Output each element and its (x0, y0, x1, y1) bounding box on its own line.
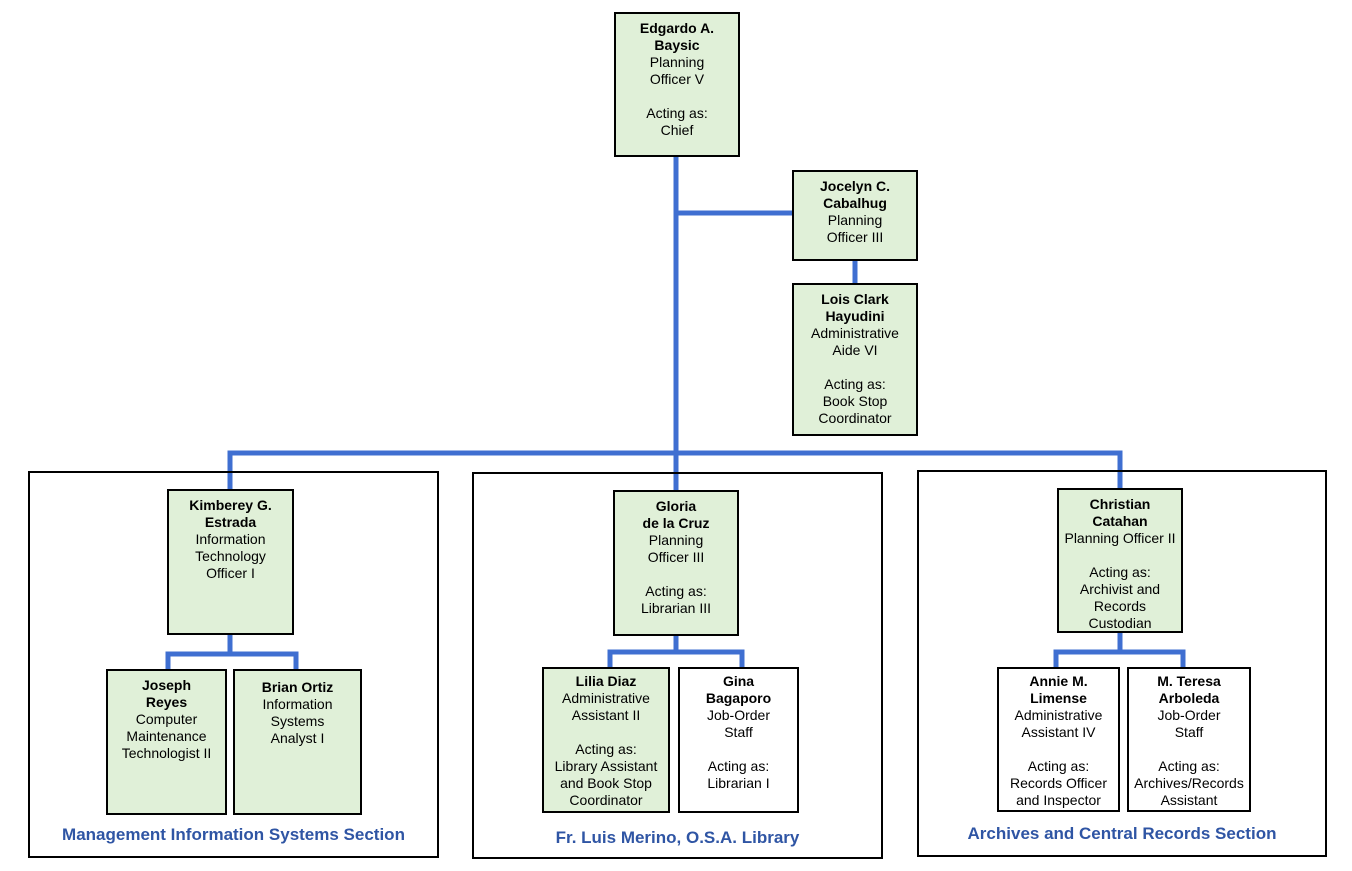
node-acting-label: Acting as: (1089, 564, 1151, 580)
node-acting-label: Acting as: (1027, 758, 1090, 774)
node-acting: Librarian I (707, 775, 770, 791)
node-name: Annie M.Limense (1029, 673, 1088, 706)
section-library-title: Fr. Luis Merino, O.S.A. Library (555, 828, 800, 847)
node-acting: Librarian III (640, 600, 712, 616)
connector-lines (165, 154, 1186, 672)
node-acting-label: Acting as: (824, 376, 886, 392)
node-name: Lilia Diaz (575, 673, 637, 689)
node-acting-label: Acting as: (646, 105, 708, 121)
node-name: Kimberey G.Estrada (189, 497, 272, 530)
section-mis-title: Management Information Systems Section (62, 825, 405, 844)
node-name: Edgardo A.Baysic (639, 20, 715, 53)
node-name: Jocelyn C.Cabalhug (819, 178, 891, 211)
section-archives-title: Archives and Central Records Section (967, 824, 1277, 843)
section-archives-frame (917, 470, 1327, 857)
section-library-frame (472, 472, 883, 859)
node-acting: Chief (660, 122, 694, 138)
node-name: Brian Ortiz (261, 679, 334, 695)
node-acting-label: Acting as: (645, 583, 707, 599)
node-acting-label: Acting as: (575, 741, 637, 757)
node-acting-label: Acting as: (707, 758, 770, 774)
node-acting-label: Acting as: (1158, 758, 1220, 774)
node-role: Planning Officer II (1064, 530, 1176, 546)
section-mis-frame (28, 471, 439, 858)
